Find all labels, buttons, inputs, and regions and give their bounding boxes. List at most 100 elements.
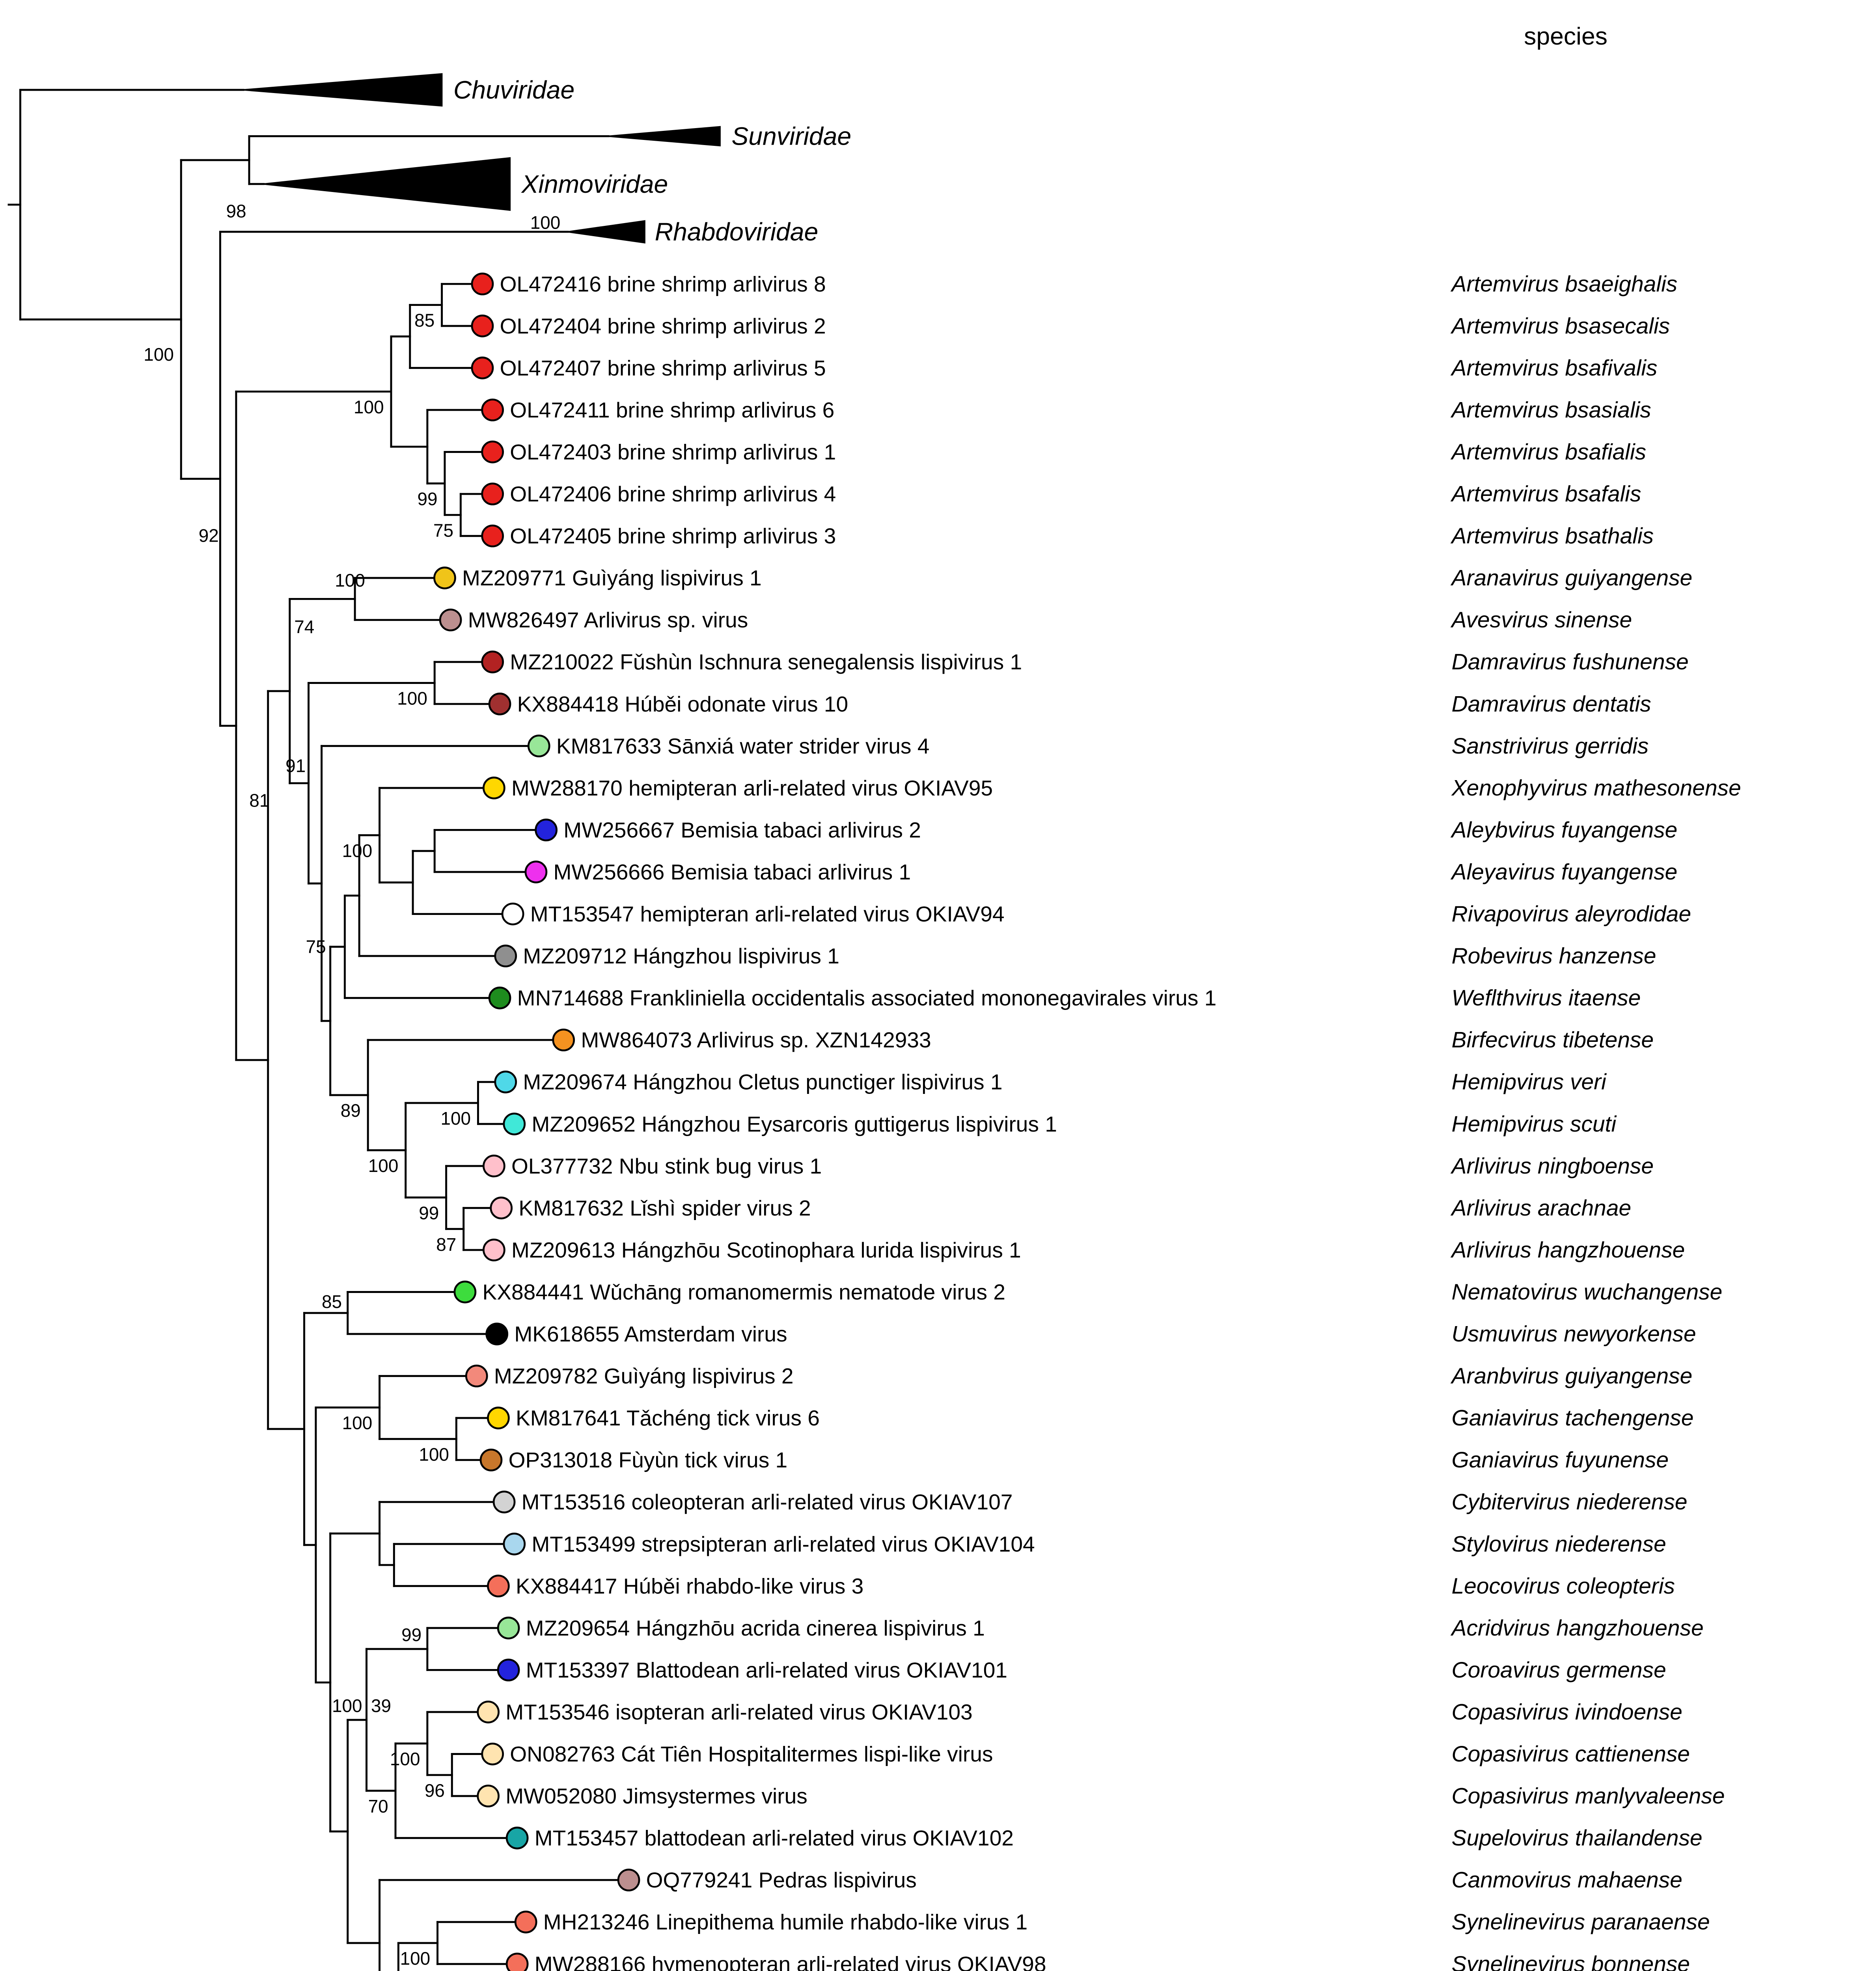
collapsed-clade-triangle [263,157,511,211]
species-name: Aleyavirus fuyangense [1450,859,1677,885]
species-name: Copasivirus manlyvaleense [1451,1783,1725,1809]
tip-marker [481,1742,504,1766]
species-name: Aleybvirus fuyangense [1450,817,1677,842]
tip-marker [471,315,494,337]
tip-label: MW256666 Bemisia tabaci arlivirus 1 [554,860,911,884]
support-value: 100 [342,1413,373,1433]
species-name: Hemipvirus veri [1451,1069,1607,1095]
tip-marker [503,1112,526,1136]
tip-label: MT153499 strepsipteran arli-related viru… [531,1532,1035,1556]
species-name: Damravirus dentatis [1451,691,1651,717]
support-value: 75 [433,520,453,540]
species-name: Artemvirus bsathalis [1450,523,1654,549]
support-value: 100 [332,1695,362,1716]
species-name: Supelovirus thailandense [1451,1826,1702,1851]
species-name: Robevirus hanzense [1451,943,1656,969]
tip-marker [481,440,504,464]
support-value: 74 [294,617,314,637]
species-name: Xenophyvirus mathesonense [1451,775,1741,801]
support-value: 100 [354,397,384,417]
tip-label: MW052080 Jimsystermes virus [505,1784,807,1808]
tip-marker [494,945,517,967]
tip-marker [477,1701,500,1723]
tip-label: MW288166 hymenopteran arli-related virus… [535,1952,1046,1971]
tip-marker [552,1028,575,1052]
tip-label: OQ779241 Pedras lispivirus [646,1868,917,1892]
support-value: 39 [371,1695,391,1716]
support-value: 100 [390,1749,420,1769]
support-value: 85 [322,1291,342,1312]
species-name: Aranavirus guiyangense [1450,565,1692,591]
tip-label: KX884418 Húběi odonate virus 10 [517,692,848,716]
tip-marker [487,1574,510,1598]
species-name: Synelinevirus paranaense [1451,1910,1710,1935]
support-value: 100 [342,840,373,861]
species-name: Rivapovirus aleyrodidae [1451,902,1691,927]
species-name: Artemvirus bsafivalis [1450,355,1657,380]
tip-label: KM817632 Lǐshì spider virus 2 [518,1196,811,1220]
tip-marker [492,1490,516,1514]
tip-label: MT153546 isopteran arli-related virus OK… [505,1700,972,1724]
tip-label: OL472407 brine shrimp arlivirus 5 [500,356,826,380]
support-value: 85 [414,310,435,331]
tip-label: KX884441 Wǔchāng romanomermis nematode v… [482,1280,1005,1304]
species-name: Nematovirus wuchangense [1451,1279,1722,1304]
tip-label: MW864073 Arlivirus sp. XZN142933 [581,1028,931,1052]
tip-label: OL472406 brine shrimp arlivirus 4 [510,482,836,506]
support-value: 99 [418,489,438,509]
tip-marker [488,986,511,1010]
tip-label: MT153457 blattodean arli-related virus O… [535,1826,1014,1850]
tip-label: MZ209712 Hángzhou lispivirus 1 [523,944,839,968]
species-name: Synelinevirus bonnense [1451,1951,1690,1971]
tip-marker [535,818,558,842]
tip-label: OL472411 brine shrimp arlivirus 6 [510,398,834,422]
tip-marker [481,483,504,505]
species-name: Acridvirus hangzhouense [1450,1615,1703,1641]
collapsed-clade-triangle [608,126,721,147]
tip-marker [617,1869,640,1892]
tip-marker [481,524,504,548]
tip-marker [485,1323,509,1345]
tip-label: MT153397 Blattodean arli-related virus O… [526,1658,1007,1682]
tip-label: KX884417 Húběi rhabdo-like virus 3 [516,1574,863,1598]
species-name: Usmuvirus newyorkense [1451,1321,1696,1347]
tip-label: MW256667 Bemisia tabaci arlivirus 2 [563,818,921,842]
species-name: Coroavirus germense [1451,1657,1666,1682]
support-value: 99 [401,1624,421,1645]
tip-label: MT153516 coleopteran arli-related virus … [522,1490,1013,1514]
species-name: Hemipvirus scuti [1451,1111,1617,1136]
support-value: 100 [335,570,365,591]
support-value: 100 [144,344,174,365]
support-value: 92 [199,525,219,546]
species-name: Ganiavirus tachengense [1451,1405,1693,1431]
tip-label: MZ209782 Guìyáng lispivirus 2 [494,1364,794,1388]
tip-label: KM817641 Tǎchéng tick virus 6 [516,1406,820,1430]
tip-marker [433,566,456,589]
tip-marker [501,902,524,926]
tip-label: OL472405 brine shrimp arlivirus 3 [510,524,836,548]
species-name: Birfecvirus tibetense [1451,1027,1654,1053]
species-name: Arlivirus hangzhouense [1450,1237,1685,1263]
support-value: 70 [368,1796,388,1816]
tip-marker [490,1196,513,1220]
tip-marker [524,861,548,883]
species-name: Sanstrivirus gerridis [1451,733,1648,758]
tip-marker [483,1155,505,1177]
tip-marker [439,608,462,632]
species-name: Ganiavirus fuyunense [1451,1448,1669,1473]
support-value: 91 [285,755,306,776]
support-value: 100 [419,1444,449,1465]
support-value: 87 [436,1234,456,1255]
tip-label: OL377732 Nbu stink bug virus 1 [511,1154,822,1178]
tree-canvas: ChuviridaeSunviridaeXinmoviridae10098Rha… [7,73,1741,1971]
family-label: Xinmoviridae [521,170,668,198]
tip-marker [505,1826,529,1850]
species-name: Artemvirus bsafalis [1450,481,1641,507]
support-value: 99 [419,1203,439,1223]
species-name: Artemvirus bsasialis [1450,397,1651,423]
species-name: Copasivirus ivindoense [1451,1699,1682,1725]
species-name: Cybitervirus niederense [1451,1489,1687,1515]
support-value: 89 [341,1100,361,1121]
tip-label: MZ209674 Hángzhou Cletus punctiger lispi… [523,1070,1002,1094]
